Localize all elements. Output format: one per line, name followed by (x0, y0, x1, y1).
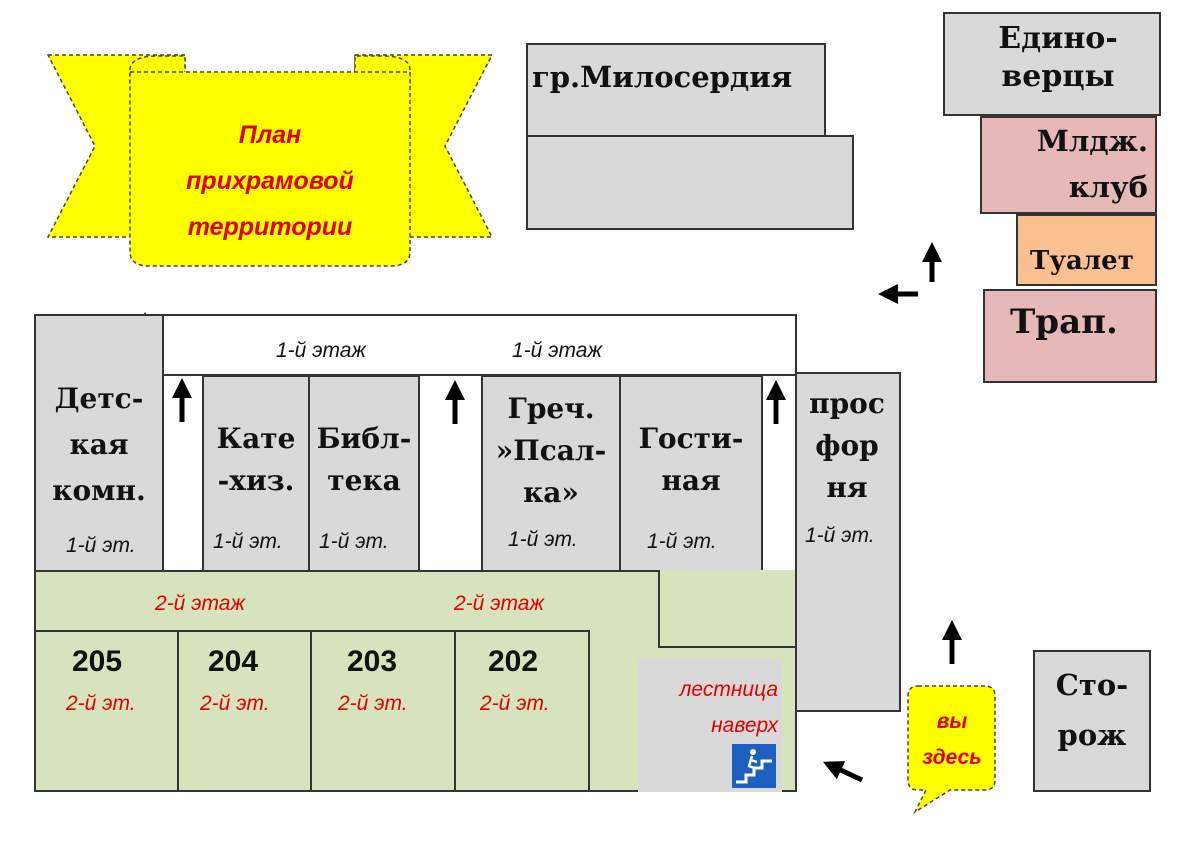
label-line: Кате (216, 422, 296, 455)
floor1-label: 1-й этаж (512, 339, 602, 362)
room-205[interactable] (34, 630, 179, 792)
label-line: Млдж. (1036, 124, 1148, 158)
label-line: рож (1057, 718, 1127, 752)
label-line: клуб (1068, 170, 1148, 204)
room-kids[interactable] (34, 314, 164, 572)
stairs-icon (732, 744, 776, 788)
map-title: План прихрамовой территории (130, 112, 410, 250)
room-miloserdie[interactable] (526, 43, 826, 137)
label-line: Библ- (316, 422, 412, 455)
label-line: верцы (1001, 59, 1115, 94)
title-banner (46, 54, 494, 267)
you-are-here-label: вы здесь (910, 704, 994, 776)
room-catechism-label: Кате -хиз. (204, 418, 308, 502)
room-trapeza-label: Трап. (1010, 302, 1118, 342)
room-catechism[interactable] (202, 375, 310, 572)
floor2-label: 2-й этаж (155, 592, 245, 615)
label-line: здесь (922, 746, 982, 769)
floor1-short-label: 1-й эт. (66, 534, 136, 557)
room-library[interactable] (308, 375, 420, 572)
room-prosfora-label: прос фор ня (797, 383, 897, 509)
room-toilet[interactable] (1016, 214, 1157, 286)
title-line: прихрамовой (186, 167, 354, 195)
floor1-short-label: 1-й эт. (508, 528, 578, 551)
room-edinovertsy[interactable] (943, 12, 1161, 116)
label-line: ня (826, 471, 868, 504)
label-line: Детс- (54, 382, 144, 415)
label-line: Гости- (638, 422, 744, 455)
floor1-label: 1-й этаж (276, 339, 366, 362)
label-line: Греч. (507, 392, 595, 425)
room-guard[interactable] (1033, 650, 1151, 792)
arrow-icon (822, 761, 864, 783)
label-line: ка» (523, 476, 579, 509)
room-edinovertsy-label: Едино- верцы (968, 20, 1148, 96)
label-line: вы (936, 710, 968, 733)
room-miloserdie-label: гр.Милосердия (532, 60, 793, 94)
room-202-number: 202 (488, 645, 539, 678)
label-line: Едино- (998, 21, 1118, 56)
label-line: »Псал- (495, 434, 607, 467)
floor1-short-label: 1-й эт. (213, 530, 283, 553)
label-line: Сто- (1055, 668, 1129, 702)
room-greek-label: Греч. »Псал- ка» (483, 388, 619, 514)
room-guest-label: Гости- ная (621, 418, 761, 502)
title-line: План (238, 121, 302, 149)
floor1-short-label: 1-й эт. (805, 524, 875, 547)
floor2-short-label: 2-й эт. (66, 692, 136, 715)
floor2-short-label: 2-й эт. (200, 692, 270, 715)
stairs-label: лестница наверх (640, 672, 778, 744)
floor2-label: 2-й этаж (454, 592, 544, 615)
room-202[interactable] (454, 630, 590, 792)
label-line: комн. (52, 474, 146, 507)
room-trapeza[interactable] (983, 289, 1157, 383)
label-line: фор (815, 429, 879, 462)
label-line: -хиз. (217, 464, 295, 497)
floor1-short-label: 1-й эт. (647, 530, 717, 553)
room-guest[interactable] (619, 375, 763, 572)
room-library-label: Библ- тека (310, 418, 418, 502)
floor2-short-label: 2-й эт. (338, 692, 408, 715)
label-line: кая (69, 428, 129, 461)
you-are-here-callout (907, 685, 996, 815)
room-kids-label: Детс- кая комн. (36, 376, 162, 514)
label-line: тека (327, 464, 401, 497)
label-line: наверх (711, 714, 778, 737)
label-line: ная (661, 464, 721, 497)
room-205-number: 205 (72, 645, 123, 678)
room-youth-club[interactable] (980, 116, 1157, 214)
label-line: лестница (679, 678, 778, 701)
title-line: территории (187, 213, 353, 241)
room-toilet-label: Туалет (1030, 246, 1134, 276)
room-guard-label: Сто- рож (1035, 660, 1149, 760)
floor2-corridor-corner (658, 570, 797, 648)
room-204-number: 204 (208, 645, 259, 678)
label-line: прос (809, 387, 885, 420)
room-203-number: 203 (347, 645, 398, 678)
room-miloserdie-annex (526, 135, 854, 230)
floor2-short-label: 2-й эт. (480, 692, 550, 715)
floor1-short-label: 1-й эт. (319, 530, 389, 553)
room-204[interactable] (177, 630, 312, 792)
room-prosfora[interactable] (795, 372, 901, 712)
room-youth-club-label: Млдж. клуб (1022, 118, 1156, 210)
